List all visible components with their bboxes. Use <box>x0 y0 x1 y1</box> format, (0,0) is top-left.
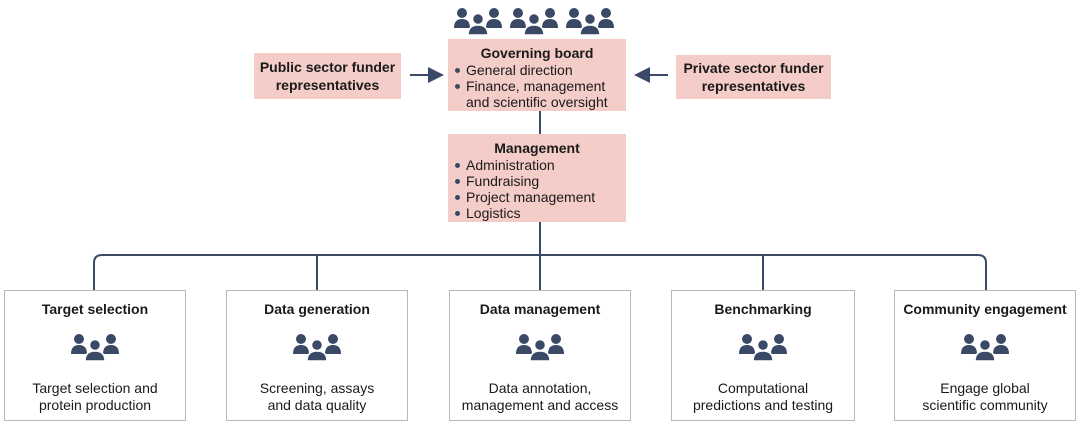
team-description: Engage global scientific community <box>895 380 1075 414</box>
people-group-icon <box>515 333 565 362</box>
people-group-icon <box>292 333 342 362</box>
private-funder-label: Private sector funder representatives <box>683 60 824 94</box>
team-box-community-engagement: Community engagement Engage global scien… <box>894 290 1076 421</box>
governing-board-title: Governing board <box>480 45 594 61</box>
team-box-benchmarking: Benchmarking Computational predictions a… <box>671 290 855 421</box>
private-funder-box: Private sector funder representatives <box>676 55 831 99</box>
team-description-line: predictions and testing <box>692 397 834 413</box>
team-title: Community engagement <box>903 301 1067 317</box>
team-title: Data management <box>479 301 601 317</box>
management-box: Management Administration Fundraising Pr… <box>448 134 626 222</box>
team-description-line: management and access <box>461 397 619 413</box>
team-box-data-management: Data management Data annotation, managem… <box>449 290 631 421</box>
team-title: Benchmarking <box>714 301 812 317</box>
team-description-line: Screening, assays <box>259 380 375 396</box>
team-description-line: scientific community <box>922 397 1048 413</box>
team-description: Computational predictions and testing <box>672 380 854 414</box>
team-description-line: Engage global <box>940 380 1030 396</box>
team-description-line: Data annotation, <box>488 380 592 396</box>
management-bullet: Project management <box>454 189 620 205</box>
team-description-line: Target selection and <box>32 380 158 396</box>
team-description: Screening, assays and data quality <box>227 380 407 414</box>
team-description: Target selection and protein production <box>5 380 185 414</box>
management-bullet: Fundraising <box>454 173 620 189</box>
public-funder-label: Public sector funder representatives <box>259 59 396 93</box>
team-box-target-selection: Target selection Target selection and pr… <box>4 290 186 421</box>
public-funder-box: Public sector funder representatives <box>254 53 401 99</box>
people-group-icon <box>960 333 1010 362</box>
people-group-icon <box>70 333 120 362</box>
management-title: Management <box>494 140 580 156</box>
team-description: Data annotation, management and access <box>450 380 630 414</box>
management-bullet: Administration <box>454 157 620 173</box>
board-members-icon <box>454 7 615 36</box>
team-title: Data generation <box>264 301 370 317</box>
people-group-icon <box>738 333 788 362</box>
governing-board-box: Governing board General direction Financ… <box>448 39 626 111</box>
management-bullet: Logistics <box>454 205 620 221</box>
team-description-line: Computational <box>717 380 809 396</box>
team-description-line: and data quality <box>267 397 367 413</box>
team-title: Target selection <box>41 301 149 317</box>
board-bullet-continuation: and scientific oversight <box>466 94 608 110</box>
board-bullet: General direction <box>454 62 620 78</box>
team-description-line: protein production <box>38 397 152 413</box>
board-bullet: Finance, management <box>454 78 620 94</box>
team-box-data-generation: Data generation Screening, assays and da… <box>226 290 408 421</box>
